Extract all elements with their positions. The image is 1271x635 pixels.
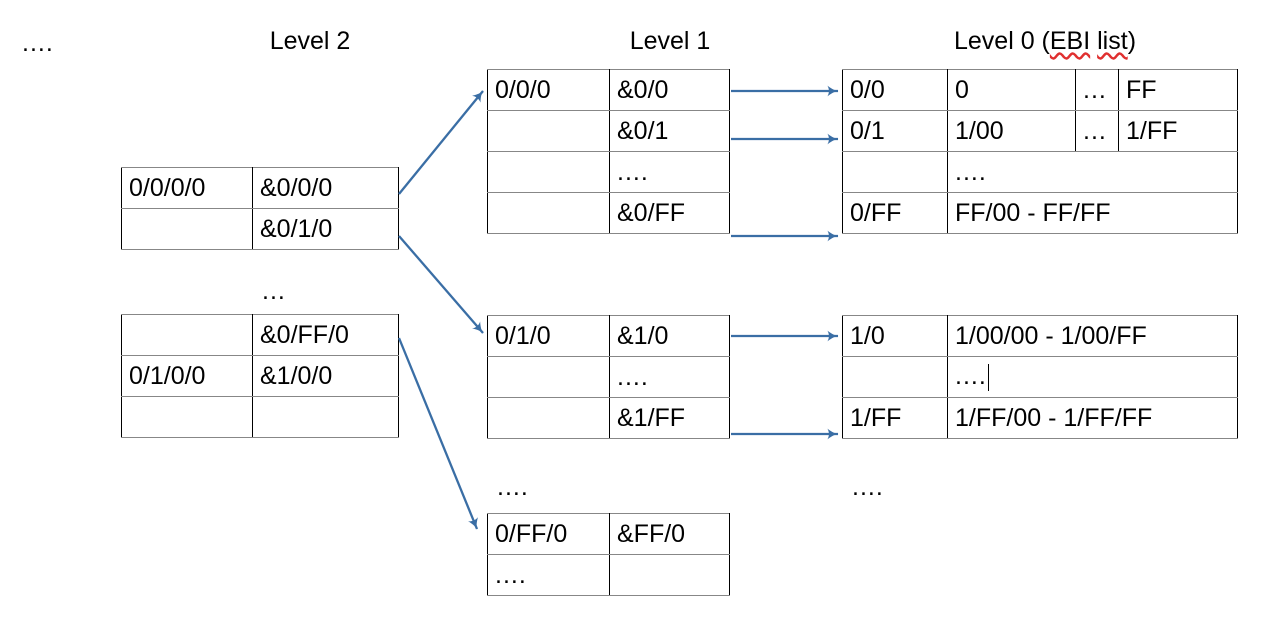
- table-row[interactable]: 0/1/0/0 &1/0/0: [121, 355, 399, 397]
- level0-title: Level 0 (EBI list): [845, 26, 1245, 56]
- level0-table-a: 0/0 0 ... FF 0/1 1/00 ... 1/FF .... 0/FF…: [842, 69, 1238, 234]
- level0-title-spell-list: list: [1097, 27, 1128, 55]
- level1b-ptr-0[interactable]: &1/0: [609, 315, 730, 357]
- level0b-span-1[interactable]: ....: [947, 356, 1238, 398]
- table-row[interactable]: [121, 396, 399, 438]
- level2a-key-0[interactable]: 0/0/0/0: [121, 167, 253, 209]
- level1a-key-1[interactable]: [487, 110, 610, 152]
- level0b-key-2[interactable]: 1/FF: [842, 397, 948, 439]
- level0a-end-1[interactable]: 1/FF: [1118, 110, 1238, 152]
- table-row[interactable]: 0/FF FF/00 - FF/FF: [842, 192, 1238, 234]
- table-row[interactable]: ....: [487, 356, 730, 398]
- level1a-key-3[interactable]: [487, 192, 610, 234]
- level0b-span-0[interactable]: 1/00/00 - 1/00/FF: [947, 315, 1238, 357]
- level1b-key-0[interactable]: 0/1/0: [487, 315, 610, 357]
- level0b-span-2[interactable]: 1/FF/00 - 1/FF/FF: [947, 397, 1238, 439]
- level0a-start-1[interactable]: 1/00: [947, 110, 1076, 152]
- level0b-key-1[interactable]: [842, 356, 948, 398]
- level1-table-a: 0/0/0 &0/0 &0/1 .... &0/FF: [487, 69, 730, 234]
- level0a-span-3[interactable]: FF/00 - FF/FF: [947, 192, 1238, 234]
- level2a-ptr-0[interactable]: &0/0/0: [252, 167, 399, 209]
- level0a-mid-0[interactable]: ...: [1075, 69, 1119, 111]
- level2a-key-1[interactable]: [121, 208, 253, 250]
- table-row[interactable]: ....: [487, 554, 730, 596]
- arrow-l2a-to-l1a: [398, 90, 484, 195]
- level2-table-a: 0/0/0/0 &0/0/0 &0/1/0: [121, 167, 399, 250]
- level1b-key-2[interactable]: [487, 397, 610, 439]
- level2b-key-2[interactable]: [121, 396, 253, 438]
- table-row[interactable]: &0/FF/0: [121, 314, 399, 356]
- table-row[interactable]: 0/1/0 &1/0: [487, 315, 730, 357]
- left-ellipsis: ....: [22, 29, 54, 57]
- level2a-ptr-1[interactable]: &0/1/0: [252, 208, 399, 250]
- level2-between-ellipsis: ...: [262, 277, 286, 305]
- level1c-key-0[interactable]: 0/FF/0: [487, 513, 610, 555]
- arrow-l2b-to-l1c: [397, 337, 479, 530]
- text-cursor: [987, 364, 989, 391]
- table-row[interactable]: 0/0/0/0 &0/0/0: [121, 167, 399, 209]
- level1b-ptr-2[interactable]: &1/FF: [609, 397, 730, 439]
- level0a-start-0[interactable]: 0: [947, 69, 1076, 111]
- level1a-ptr-3[interactable]: &0/FF: [609, 192, 730, 234]
- level1c-ptr-1[interactable]: [609, 554, 730, 596]
- table-row[interactable]: &0/FF: [487, 192, 730, 234]
- level1b-ptr-1[interactable]: ....: [609, 356, 730, 398]
- table-row[interactable]: 0/1 1/00 ... 1/FF: [842, 110, 1238, 152]
- level1a-key-2[interactable]: [487, 151, 610, 193]
- level1-table-b: 0/1/0 &1/0 .... &1/FF: [487, 315, 730, 439]
- level0-title-spell-ebi: EBI: [1049, 27, 1091, 55]
- level2b-key-0[interactable]: [121, 314, 253, 356]
- level0-table-b: 1/0 1/00/00 - 1/00/FF .... 1/FF 1/FF/00 …: [842, 315, 1238, 439]
- level1a-key-0[interactable]: 0/0/0: [487, 69, 610, 111]
- table-row[interactable]: 0/0 0 ... FF: [842, 69, 1238, 111]
- level2b-ptr-0[interactable]: &0/FF/0: [252, 314, 399, 356]
- level0-below-ellipsis: ....: [852, 473, 884, 501]
- level2b-key-1[interactable]: 0/1/0/0: [121, 355, 253, 397]
- level1c-ptr-0[interactable]: &FF/0: [609, 513, 730, 555]
- table-row[interactable]: &0/1/0: [121, 208, 399, 250]
- level1a-ptr-0[interactable]: &0/0: [609, 69, 730, 111]
- level1a-ptr-1[interactable]: &0/1: [609, 110, 730, 152]
- table-row[interactable]: 1/0 1/00/00 - 1/00/FF: [842, 315, 1238, 357]
- level0a-key-2[interactable]: [842, 151, 948, 193]
- level0a-end-0[interactable]: FF: [1118, 69, 1238, 111]
- level0-title-prefix: Level 0 (: [953, 27, 1050, 55]
- level1-table-c: 0/FF/0 &FF/0 ....: [487, 513, 730, 596]
- level2-table-b: &0/FF/0 0/1/0/0 &1/0/0: [121, 314, 399, 438]
- level2-title: Level 2: [269, 27, 351, 55]
- level2b-ptr-2[interactable]: [252, 396, 399, 438]
- level0a-span-2[interactable]: ....: [947, 151, 1238, 193]
- level1-below-ellipsis: ....: [497, 473, 529, 501]
- table-row[interactable]: 0/FF/0 &FF/0: [487, 513, 730, 555]
- table-row[interactable]: &1/FF: [487, 397, 730, 439]
- table-row[interactable]: ....: [842, 151, 1238, 193]
- level1c-key-1[interactable]: ....: [487, 554, 610, 596]
- level0b-key-0[interactable]: 1/0: [842, 315, 948, 357]
- level0a-mid-1[interactable]: ...: [1075, 110, 1119, 152]
- table-row[interactable]: 0/0/0 &0/0: [487, 69, 730, 111]
- arrow-l2a-to-l1b: [398, 235, 484, 334]
- level0a-key-3[interactable]: 0/FF: [842, 192, 948, 234]
- level0b-span-1-text: ....: [955, 362, 987, 390]
- table-row[interactable]: ....: [487, 151, 730, 193]
- level0-title-suffix: ): [1127, 27, 1137, 55]
- level0a-key-0[interactable]: 0/0: [842, 69, 948, 111]
- level1a-ptr-2[interactable]: ....: [609, 151, 730, 193]
- table-row[interactable]: ....: [842, 356, 1238, 398]
- level0a-key-1[interactable]: 0/1: [842, 110, 948, 152]
- table-row[interactable]: &0/1: [487, 110, 730, 152]
- level1-title: Level 1: [629, 27, 711, 55]
- table-row[interactable]: 1/FF 1/FF/00 - 1/FF/FF: [842, 397, 1238, 439]
- level2b-ptr-1[interactable]: &1/0/0: [252, 355, 399, 397]
- level1b-key-1[interactable]: [487, 356, 610, 398]
